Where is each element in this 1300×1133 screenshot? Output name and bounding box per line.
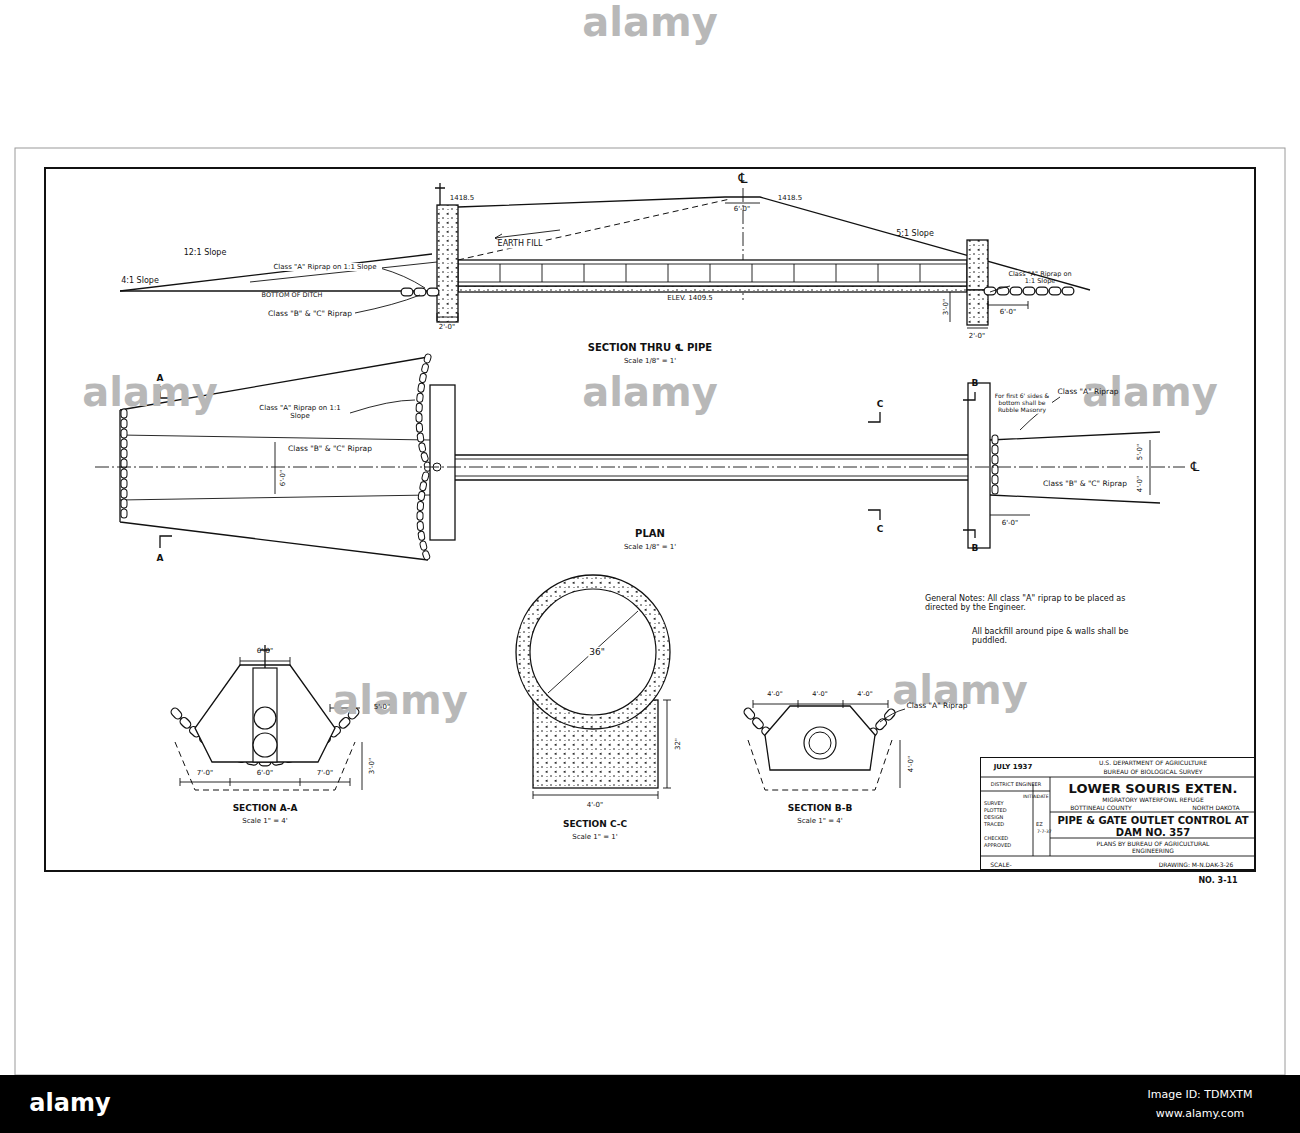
dimension: 6'-0" bbox=[257, 769, 274, 777]
dimension: 4'-0" bbox=[587, 801, 604, 809]
watermark: alamy bbox=[82, 369, 217, 415]
scale-note: Scale 1" = 4' bbox=[242, 817, 287, 825]
dimension: 7'-0" bbox=[197, 769, 214, 777]
section-mark: A bbox=[157, 553, 164, 563]
scale-note: Scale 1/8" = 1' bbox=[624, 543, 676, 551]
riprap-note: Class "A" Riprap bbox=[906, 702, 967, 711]
scale-note: Scale 1" = 4' bbox=[797, 817, 842, 825]
dimension: 6'-0" bbox=[999, 308, 1018, 316]
dimension: 5'-0" bbox=[374, 703, 391, 711]
title-block-text: JULY 1937 bbox=[994, 763, 1033, 771]
elevation: 1418.5 bbox=[778, 194, 803, 202]
title-block-text: DRAWING: M-N.DAK-3-26 bbox=[1159, 862, 1234, 869]
dimension: 4'-0" bbox=[907, 756, 915, 773]
section-title: PLAN bbox=[635, 528, 665, 540]
general-note: General Notes: All class "A" riprap to b… bbox=[925, 594, 1130, 612]
elevation: ELEV. 1409.5 bbox=[667, 294, 713, 302]
title-block-text: DISTRICT ENGINEER bbox=[991, 782, 1041, 788]
section-title: SECTION B-B bbox=[788, 803, 853, 813]
section-title: SECTION A-A bbox=[233, 803, 298, 813]
title-block-text: LOWER SOURIS EXTEN. bbox=[1069, 782, 1238, 797]
watermark: alamy bbox=[582, 0, 717, 45]
section-mark: C bbox=[877, 524, 884, 534]
title-block-text: U.S. DEPARTMENT OF AGRICULTURE bbox=[1099, 760, 1207, 767]
dimension: 36" bbox=[588, 647, 606, 657]
scale-note: Scale 1" = 1' bbox=[572, 833, 617, 841]
title-block-text: APPROVED bbox=[984, 843, 1011, 849]
title-block-text: DESIGN bbox=[984, 815, 1003, 821]
general-note: All backfill around pipe & walls shall b… bbox=[972, 627, 1132, 645]
title-block-text: 7-7-37 bbox=[1037, 829, 1052, 834]
watermark: alamy bbox=[332, 677, 467, 723]
riprap-note: Class "A" Riprap on 1:1 Slope bbox=[1003, 271, 1077, 286]
section-mark: A bbox=[157, 373, 164, 383]
dimension: 32" bbox=[674, 738, 682, 750]
stock-logo: alamy bbox=[29, 1090, 110, 1118]
elevation: 1418.5 bbox=[450, 194, 475, 202]
title-block-text: SCALE- bbox=[990, 862, 1011, 869]
title-block-text: BOTTINEAU COUNTY bbox=[1070, 805, 1132, 812]
slope-note: 5:1 Slope bbox=[896, 229, 934, 238]
title-block-text: BUREAU OF BIOLOGICAL SURVEY bbox=[1104, 769, 1203, 776]
dimension: 4'-0" bbox=[812, 691, 827, 698]
section-title: SECTION THRU ℄ PIPE bbox=[588, 342, 712, 354]
title-block-text: NORTH DAKOTA bbox=[1192, 805, 1239, 812]
riprap-note: Class "B" & "C" Riprap bbox=[287, 445, 373, 454]
riprap-note: Class "A" Riprap bbox=[1057, 388, 1118, 397]
section-mark: B bbox=[972, 543, 979, 553]
riprap-note: Class "B" & "C" Riprap bbox=[268, 310, 352, 319]
dimension: 2'-0" bbox=[969, 332, 986, 340]
title-block-text: INITIAL bbox=[1023, 794, 1039, 799]
dimension: 4'-0" bbox=[857, 691, 872, 698]
riprap-note: Class "A" Riprap on 1:1 Slope bbox=[268, 263, 382, 271]
riprap-note: Class "A" Riprap on 1:1 Slope bbox=[251, 404, 349, 420]
riprap-note: Class "B" & "C" Riprap bbox=[1042, 480, 1128, 489]
title-block-text: MIGRATORY WATERFOWL REFUGE bbox=[1102, 797, 1203, 804]
dimension: 6'-0" bbox=[734, 205, 751, 213]
stock-credit: Image ID: TDMXTM bbox=[1147, 1089, 1252, 1102]
section-mark: B bbox=[972, 378, 979, 388]
masonry-note: For first 6' sides & bottom shall be Rub… bbox=[992, 393, 1052, 414]
dimension: 7'-0" bbox=[317, 769, 334, 777]
sheet-number: NO. 3-11 bbox=[1198, 876, 1237, 885]
dimension: 3'-0" bbox=[942, 299, 950, 316]
fill-note: EARTH FILL bbox=[497, 239, 544, 248]
dimension: 3'-0" bbox=[368, 758, 376, 775]
slope-note: 12:1 Slope bbox=[184, 248, 227, 257]
title-block-text: PLANS BY BUREAU OF AGRICULTURAL ENGINEER… bbox=[1088, 841, 1218, 855]
dimension: 4'-0" bbox=[767, 691, 782, 698]
dimension: 6'-0" bbox=[1002, 519, 1019, 527]
dimension: 5'-0" bbox=[1136, 443, 1144, 462]
section-title: SECTION C-C bbox=[563, 819, 627, 829]
title-block-text: DATE bbox=[1037, 794, 1049, 799]
title-block-text: SURVEY bbox=[984, 801, 1004, 807]
title-block-text: EZ bbox=[1036, 822, 1043, 828]
title-block-text: PIPE & GATE OUTLET CONTROL AT DAM NO. 35… bbox=[1053, 815, 1253, 838]
ditch-note: BOTTOM OF DITCH bbox=[261, 292, 324, 299]
stock-credit: www.alamy.com bbox=[1156, 1108, 1245, 1121]
dimension: 6'-0" bbox=[279, 469, 287, 488]
centerline-symbol: ℄ bbox=[739, 170, 748, 186]
scale-note: Scale 1/8" = 1' bbox=[624, 357, 676, 365]
watermark: alamy bbox=[582, 369, 717, 415]
title-block-text: TRACED bbox=[984, 822, 1004, 828]
dimension: 4'-0" bbox=[1136, 475, 1144, 494]
dimension: 6'-0" bbox=[257, 647, 274, 655]
title-block-text: PLOTTED bbox=[984, 808, 1007, 814]
dimension: 2'-0" bbox=[439, 323, 456, 331]
slope-note: 4:1 Slope bbox=[121, 276, 159, 285]
centerline-symbol: ℄ bbox=[1191, 460, 1199, 475]
title-block-text: CHECKED bbox=[984, 836, 1008, 842]
section-mark: C bbox=[877, 399, 884, 409]
title-block: JULY 1937 U.S. DEPARTMENT OF AGRICULTURE B… bbox=[980, 757, 1255, 870]
